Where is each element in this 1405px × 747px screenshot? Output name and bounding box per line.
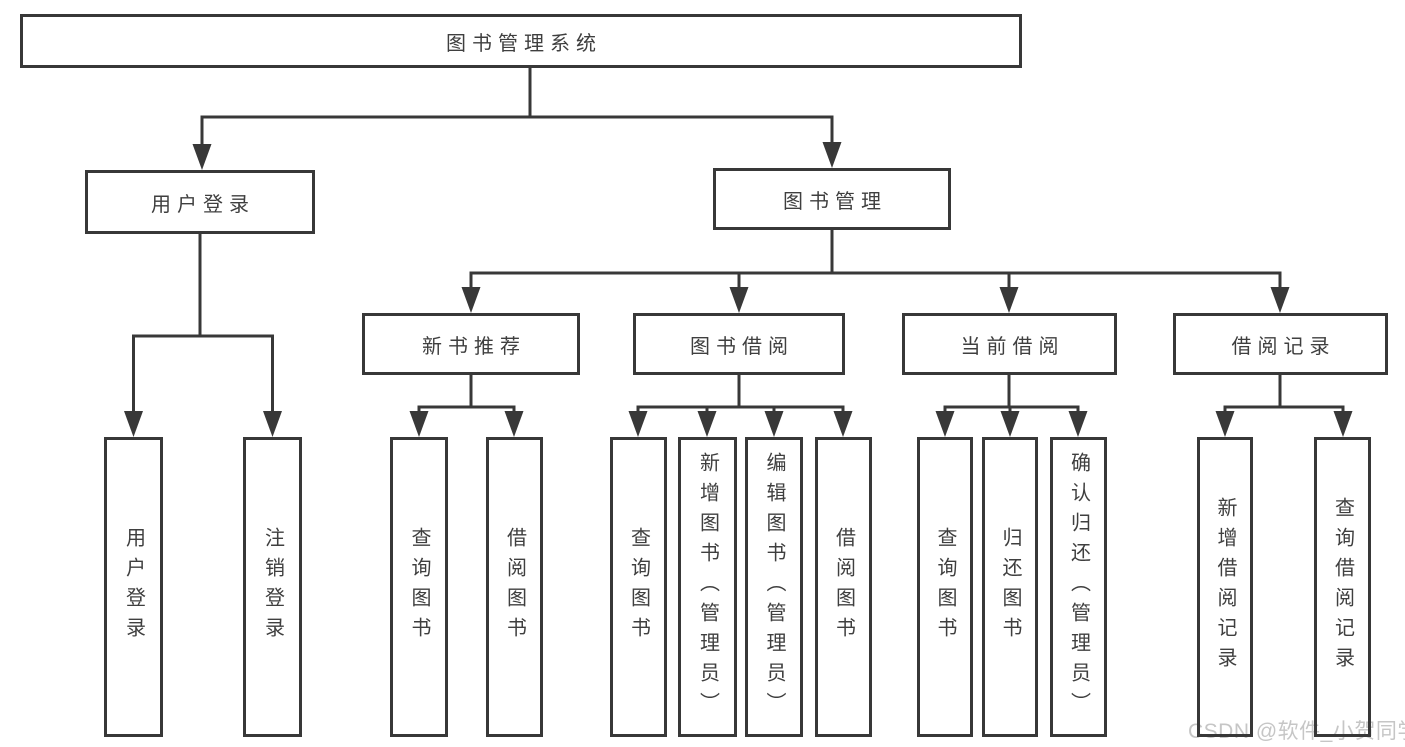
node-label: 注销登录 <box>261 527 284 647</box>
connector-login-leaves <box>132 234 274 414</box>
node-label: 图书借阅 <box>690 335 794 358</box>
leaf-confirm-return-admin: 确认归还（管理员） <box>1050 437 1107 737</box>
node-label: 确认归还（管理员） <box>1067 452 1090 722</box>
leaf-query-books-borrow: 查询图书 <box>610 437 667 737</box>
node-label: 当前借阅 <box>960 335 1065 358</box>
node-label: 图书管理 <box>783 190 887 213</box>
node-label: 用户登录 <box>122 527 145 647</box>
node-library-management-system: 图书管理系统 <box>20 14 1022 68</box>
node-label: 借阅图书 <box>832 527 855 647</box>
connector-borrow-leaves <box>636 375 845 415</box>
node-label: 借阅图书 <box>503 527 526 647</box>
leaf-query-books-current: 查询图书 <box>917 437 973 737</box>
leaf-borrow-books-recommend: 借阅图书 <box>486 437 543 737</box>
leaf-edit-book-admin: 编辑图书（管理员） <box>745 437 803 737</box>
connector-mgmt-level3 <box>469 230 1282 291</box>
node-borrowing-records: 借阅记录 <box>1173 313 1388 375</box>
connector-records-leaves <box>1223 375 1345 415</box>
leaf-borrow-books: 借阅图书 <box>815 437 872 737</box>
leaf-add-book-admin: 新增图书（管理员） <box>678 437 737 737</box>
arrow-down-icons <box>124 142 1353 437</box>
leaf-logout: 注销登录 <box>243 437 302 737</box>
connector-recommend-leaves <box>417 375 516 415</box>
leaf-add-borrow-record: 新增借阅记录 <box>1197 437 1253 737</box>
node-label: 用户登录 <box>151 193 255 216</box>
leaf-user-login: 用户登录 <box>104 437 163 737</box>
connector-root-level2 <box>200 68 834 150</box>
node-label: 归还图书 <box>999 527 1021 647</box>
node-label: 新增借阅记录 <box>1214 497 1236 677</box>
node-label: 新增图书（管理员） <box>696 452 719 722</box>
node-current-borrowing: 当前借阅 <box>902 313 1117 375</box>
node-label: 查询图书 <box>408 527 430 647</box>
node-book-borrowing: 图书借阅 <box>633 313 845 375</box>
node-label: 借阅记录 <box>1231 335 1336 358</box>
node-new-book-recommend: 新书推荐 <box>362 313 580 375</box>
node-label: 编辑图书（管理员） <box>763 452 785 722</box>
node-label: 图书管理系统 <box>446 32 602 55</box>
leaf-query-books-recommend: 查询图书 <box>390 437 448 737</box>
node-book-management: 图书管理 <box>713 168 951 230</box>
node-label: 查询图书 <box>934 527 956 647</box>
node-label: 查询图书 <box>627 527 650 647</box>
node-label: 查询借阅记录 <box>1331 497 1354 677</box>
connector-current-leaves <box>943 375 1080 415</box>
watermark: CSDN @软件_小贺同学 <box>1188 720 1405 743</box>
leaf-return-book: 归还图书 <box>982 437 1038 737</box>
node-label: 新书推荐 <box>422 335 526 358</box>
node-user-login: 用户登录 <box>85 170 315 234</box>
leaf-query-borrow-record: 查询借阅记录 <box>1314 437 1371 737</box>
